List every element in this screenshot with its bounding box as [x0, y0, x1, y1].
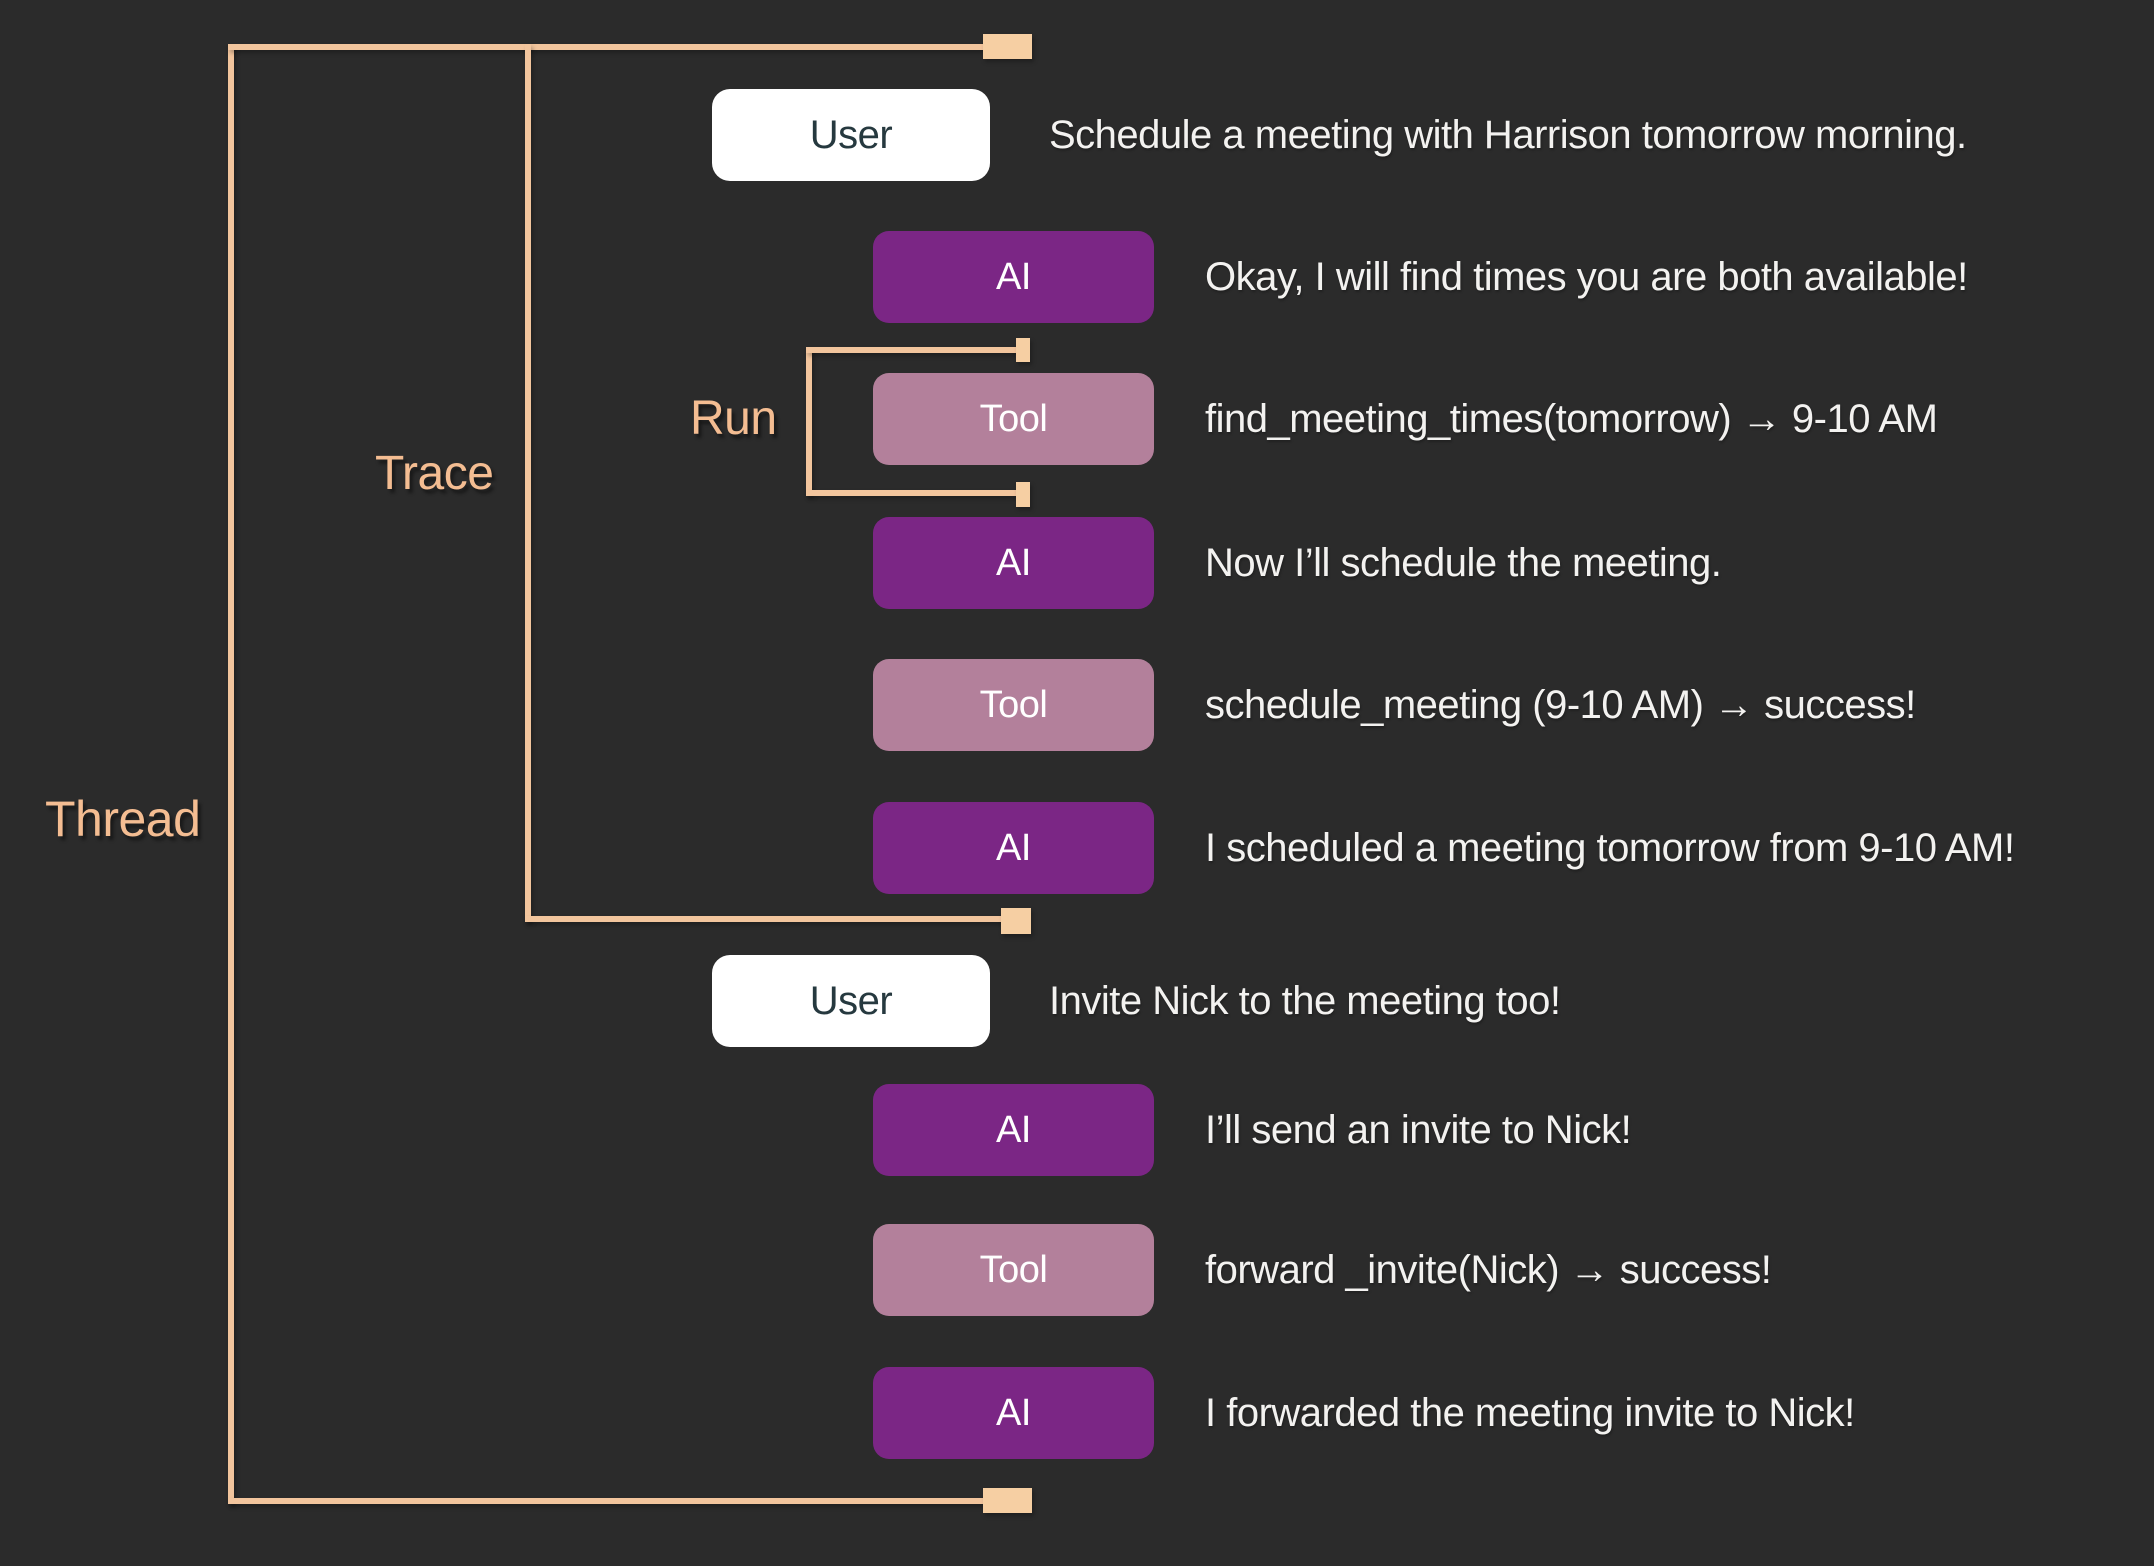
run-bracket-bottom-endpoint [1016, 482, 1030, 507]
message-text: Schedule a meeting with Harrison tomorro… [1049, 113, 1967, 157]
message-text: I’ll send an invite to Nick! [1205, 1108, 1632, 1152]
tool-badge: Tool [873, 373, 1154, 465]
message-row-ai-2: AI Now I’ll schedule the meeting. [0, 517, 2154, 609]
trace-bracket-endpoint [1001, 908, 1031, 934]
message-row-ai-5: AI I forwarded the meeting invite to Nic… [0, 1367, 2154, 1459]
message-text: forward _invite(Nick) → success! [1205, 1248, 1772, 1292]
trace-bracket-bottom-line [525, 916, 1001, 922]
ai-badge: AI [873, 802, 1154, 894]
trace-bracket-vertical-line [525, 44, 531, 922]
tool-badge: Tool [873, 659, 1154, 751]
thread-bracket-bottom-endpoint [983, 1488, 1032, 1513]
run-bracket-top-endpoint [1016, 338, 1030, 362]
thread-bracket-top-endpoint [983, 34, 1032, 59]
message-text: find_meeting_times(tomorrow) → 9-10 AM [1205, 397, 1938, 441]
ai-badge: AI [873, 517, 1154, 609]
message-text: schedule_meeting (9-10 AM) → success! [1205, 683, 1916, 727]
ai-badge: AI [873, 1367, 1154, 1459]
thread-label: Thread [45, 791, 201, 847]
ai-badge: AI [873, 231, 1154, 323]
ai-badge: AI [873, 1084, 1154, 1176]
message-text: Invite Nick to the meeting too! [1049, 979, 1561, 1023]
tool-badge: Tool [873, 1224, 1154, 1316]
message-row-user-1: User Schedule a meeting with Harrison to… [0, 89, 2154, 181]
run-bracket-top-line [806, 347, 1016, 353]
message-row-ai-4: AI I’ll send an invite to Nick! [0, 1084, 2154, 1176]
message-row-user-2: User Invite Nick to the meeting too! [0, 955, 2154, 1047]
run-label: Run [690, 392, 777, 445]
run-bracket-bottom-line [806, 490, 1016, 496]
message-text: I scheduled a meeting tomorrow from 9-10… [1205, 826, 2015, 870]
thread-bracket-top-line [228, 44, 983, 50]
message-text: Okay, I will find times you are both ava… [1205, 255, 1968, 299]
message-row-tool-1: Tool find_meeting_times(tomorrow) → 9-10… [0, 373, 2154, 465]
message-row-ai-3: AI I scheduled a meeting tomorrow from 9… [0, 802, 2154, 894]
user-badge: User [712, 89, 990, 181]
message-text: Now I’ll schedule the meeting. [1205, 541, 1722, 585]
thread-bracket-vertical-line [228, 44, 234, 1504]
message-row-tool-3: Tool forward _invite(Nick) → success! [0, 1224, 2154, 1316]
user-badge: User [712, 955, 990, 1047]
run-bracket-vertical-line [806, 347, 812, 496]
message-row-ai-1: AI Okay, I will find times you are both … [0, 231, 2154, 323]
message-row-tool-2: Tool schedule_meeting (9-10 AM) → succes… [0, 659, 2154, 751]
trace-label: Trace [375, 447, 494, 500]
thread-bracket-bottom-line [228, 1498, 983, 1504]
message-text: I forwarded the meeting invite to Nick! [1205, 1391, 1855, 1435]
